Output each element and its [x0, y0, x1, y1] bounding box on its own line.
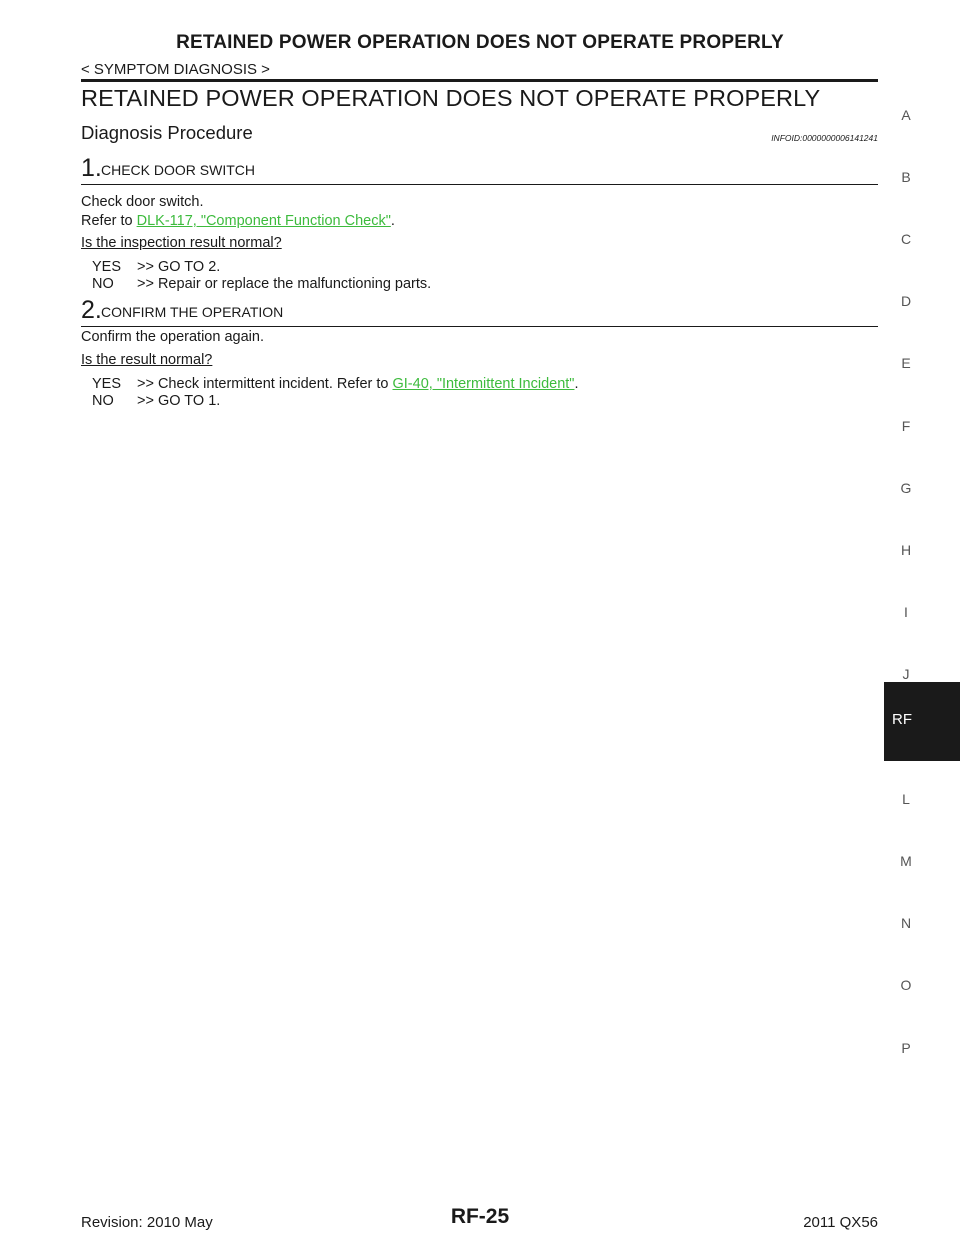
- step-number: 2.: [81, 296, 102, 324]
- no-text: >> GO TO 1.: [137, 393, 221, 409]
- step-2-no-answer: NO >> GO TO 1.: [92, 393, 220, 409]
- current-section-tab[interactable]: RF: [884, 682, 960, 761]
- index-letter-b[interactable]: B: [901, 169, 911, 185]
- step-1-yes-answer: YES >> GO TO 2.: [92, 259, 220, 275]
- page-header-title: RETAINED POWER OPERATION DOES NOT OPERAT…: [176, 32, 784, 53]
- step-title: CONFIRM THE OPERATION: [101, 304, 284, 320]
- step-1-no-answer: NO >> Repair or replace the malfunctionin…: [92, 276, 431, 292]
- index-letter-h[interactable]: H: [900, 542, 912, 558]
- no-label: NO: [92, 393, 114, 409]
- index-letter-f[interactable]: F: [901, 418, 911, 434]
- footer-model: 2011 QX56: [803, 1214, 878, 1231]
- current-section-label: RF: [892, 711, 912, 728]
- footer-revision: Revision: 2010 May: [81, 1214, 213, 1231]
- step-title: CHECK DOOR SWITCH: [101, 162, 255, 178]
- index-letter-d[interactable]: D: [900, 293, 912, 309]
- refer-prefix: Refer to: [81, 213, 137, 229]
- yes-text: >> GO TO 2.: [137, 259, 221, 275]
- step-1-text: Check door switch.: [81, 194, 204, 210]
- procedure-title: Diagnosis Procedure: [81, 122, 253, 143]
- step-2-yes-answer: YES >> Check intermittent incident. Refer…: [92, 376, 579, 392]
- index-letter-p[interactable]: P: [901, 1040, 911, 1056]
- refer-suffix: .: [390, 213, 395, 229]
- step-1-question: Is the inspection result normal?: [81, 235, 282, 251]
- step-1-reference: Refer to DLK-117, "Component Function Ch…: [81, 213, 395, 229]
- no-text: >> Repair or replace the malfunctioning …: [137, 276, 432, 292]
- index-letter-o[interactable]: O: [900, 977, 912, 993]
- info-id: INFOID:0000000006141241: [771, 133, 878, 143]
- index-letter-i[interactable]: I: [904, 604, 908, 620]
- yes-text-suffix: .: [574, 376, 579, 392]
- no-label: NO: [92, 276, 114, 292]
- reference-link[interactable]: GI-40, "Intermittent Incident": [392, 376, 575, 392]
- step-number: 1.: [81, 154, 102, 182]
- yes-label: YES: [92, 259, 122, 275]
- index-letter-m[interactable]: M: [900, 853, 912, 869]
- breadcrumb: < SYMPTOM DIAGNOSIS >: [81, 61, 270, 78]
- section-title: RETAINED POWER OPERATION DOES NOT OPERAT…: [81, 85, 821, 111]
- page-number: RF-25: [450, 1205, 510, 1228]
- index-letter-l[interactable]: L: [902, 791, 910, 807]
- index-letter-j[interactable]: J: [902, 666, 910, 682]
- yes-label: YES: [92, 376, 122, 392]
- step-2-text: Confirm the operation again.: [81, 329, 264, 345]
- index-letter-c[interactable]: C: [900, 231, 912, 247]
- index-letter-a[interactable]: A: [901, 107, 911, 123]
- yes-text-prefix: >> Check intermittent incident. Refer to: [137, 376, 393, 392]
- step-2-question: Is the result normal?: [81, 352, 213, 368]
- reference-link[interactable]: DLK-117, "Component Function Check": [136, 213, 391, 229]
- step-1-heading: 1. CHECK DOOR SWITCH: [81, 154, 878, 185]
- index-letter-n[interactable]: N: [900, 915, 912, 931]
- header-divider: [81, 79, 878, 82]
- index-letter-g[interactable]: G: [900, 480, 912, 496]
- step-2-heading: 2. CONFIRM THE OPERATION: [81, 296, 878, 327]
- index-letter-e[interactable]: E: [901, 355, 911, 371]
